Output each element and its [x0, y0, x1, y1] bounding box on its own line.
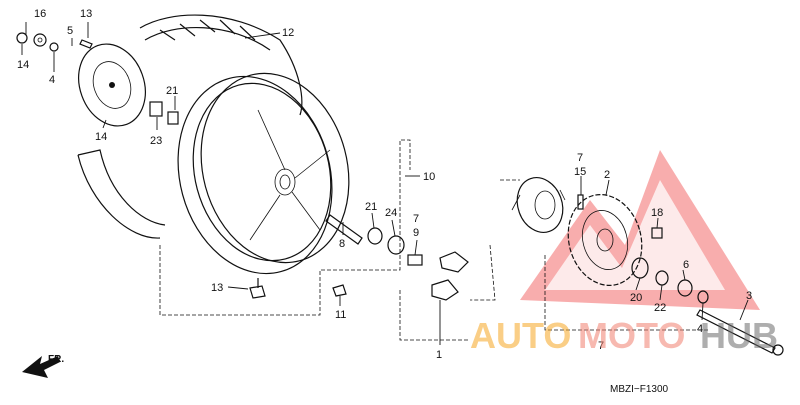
callout-2: 2 — [604, 169, 610, 181]
hardware-top-left — [16, 32, 179, 125]
watermark-logo — [520, 150, 760, 310]
callout-20: 20 — [630, 292, 642, 304]
callout-14: 14 — [95, 131, 107, 143]
diagram-code: MBZI−F1300 — [610, 384, 669, 395]
callout-21b: 21 — [365, 201, 377, 213]
assembly-outline — [159, 139, 710, 341]
wheel-rim-drawing — [177, 72, 350, 275]
callout-5: 6 — [683, 259, 689, 271]
tire-drawing — [77, 14, 303, 239]
valve-drawing — [249, 278, 347, 299]
leader-lines — [21, 22, 749, 345]
callout-7b: 7 — [577, 152, 583, 164]
callout-12: 12 — [282, 27, 294, 39]
callout-24: 24 — [385, 207, 397, 219]
callout-8: 8 — [339, 238, 345, 250]
callout-7a: 7 — [413, 213, 419, 225]
callout-23: 23 — [150, 135, 162, 147]
callout-9: 9 — [413, 227, 419, 239]
front-direction-arrow — [22, 356, 60, 378]
callout-4a: 4 — [49, 74, 55, 86]
callout-7c: 7 — [598, 340, 604, 352]
callout-1: 1 — [436, 349, 442, 361]
front-direction-label: FR. — [48, 354, 64, 365]
watermark-word-auto: AUTO — [470, 315, 571, 356]
callout-3: 3 — [746, 290, 752, 302]
callout-19: 16 — [34, 8, 46, 20]
sprocket-drawing — [567, 194, 643, 286]
callout-13: 13 — [211, 282, 223, 294]
callout-18: 18 — [651, 207, 663, 219]
callout-15: 15 — [574, 166, 586, 178]
sprocket-hub-drawing — [511, 177, 566, 233]
callout-21a: 21 — [166, 85, 178, 97]
brake-disc-drawing — [78, 43, 146, 127]
callout-4b: 4 — [697, 323, 703, 335]
watermark-word-hub: HUB — [700, 315, 778, 356]
callout-6: 5 — [67, 25, 73, 37]
callout-22: 22 — [654, 302, 666, 314]
watermark-word-moto: MOTO — [578, 315, 685, 356]
callout-10: 10 — [423, 171, 435, 183]
damper-rubbers-drawing — [431, 251, 469, 301]
callout-labels: 16 14 5 13 4 14 12 21 23 10 8 21 24 7 9 … — [17, 8, 752, 395]
callout-16: 13 — [80, 8, 92, 20]
watermark-text: AUTO MOTO HUB — [470, 315, 778, 356]
callout-17: 14 — [17, 59, 29, 71]
callout-11: 11 — [335, 309, 346, 321]
